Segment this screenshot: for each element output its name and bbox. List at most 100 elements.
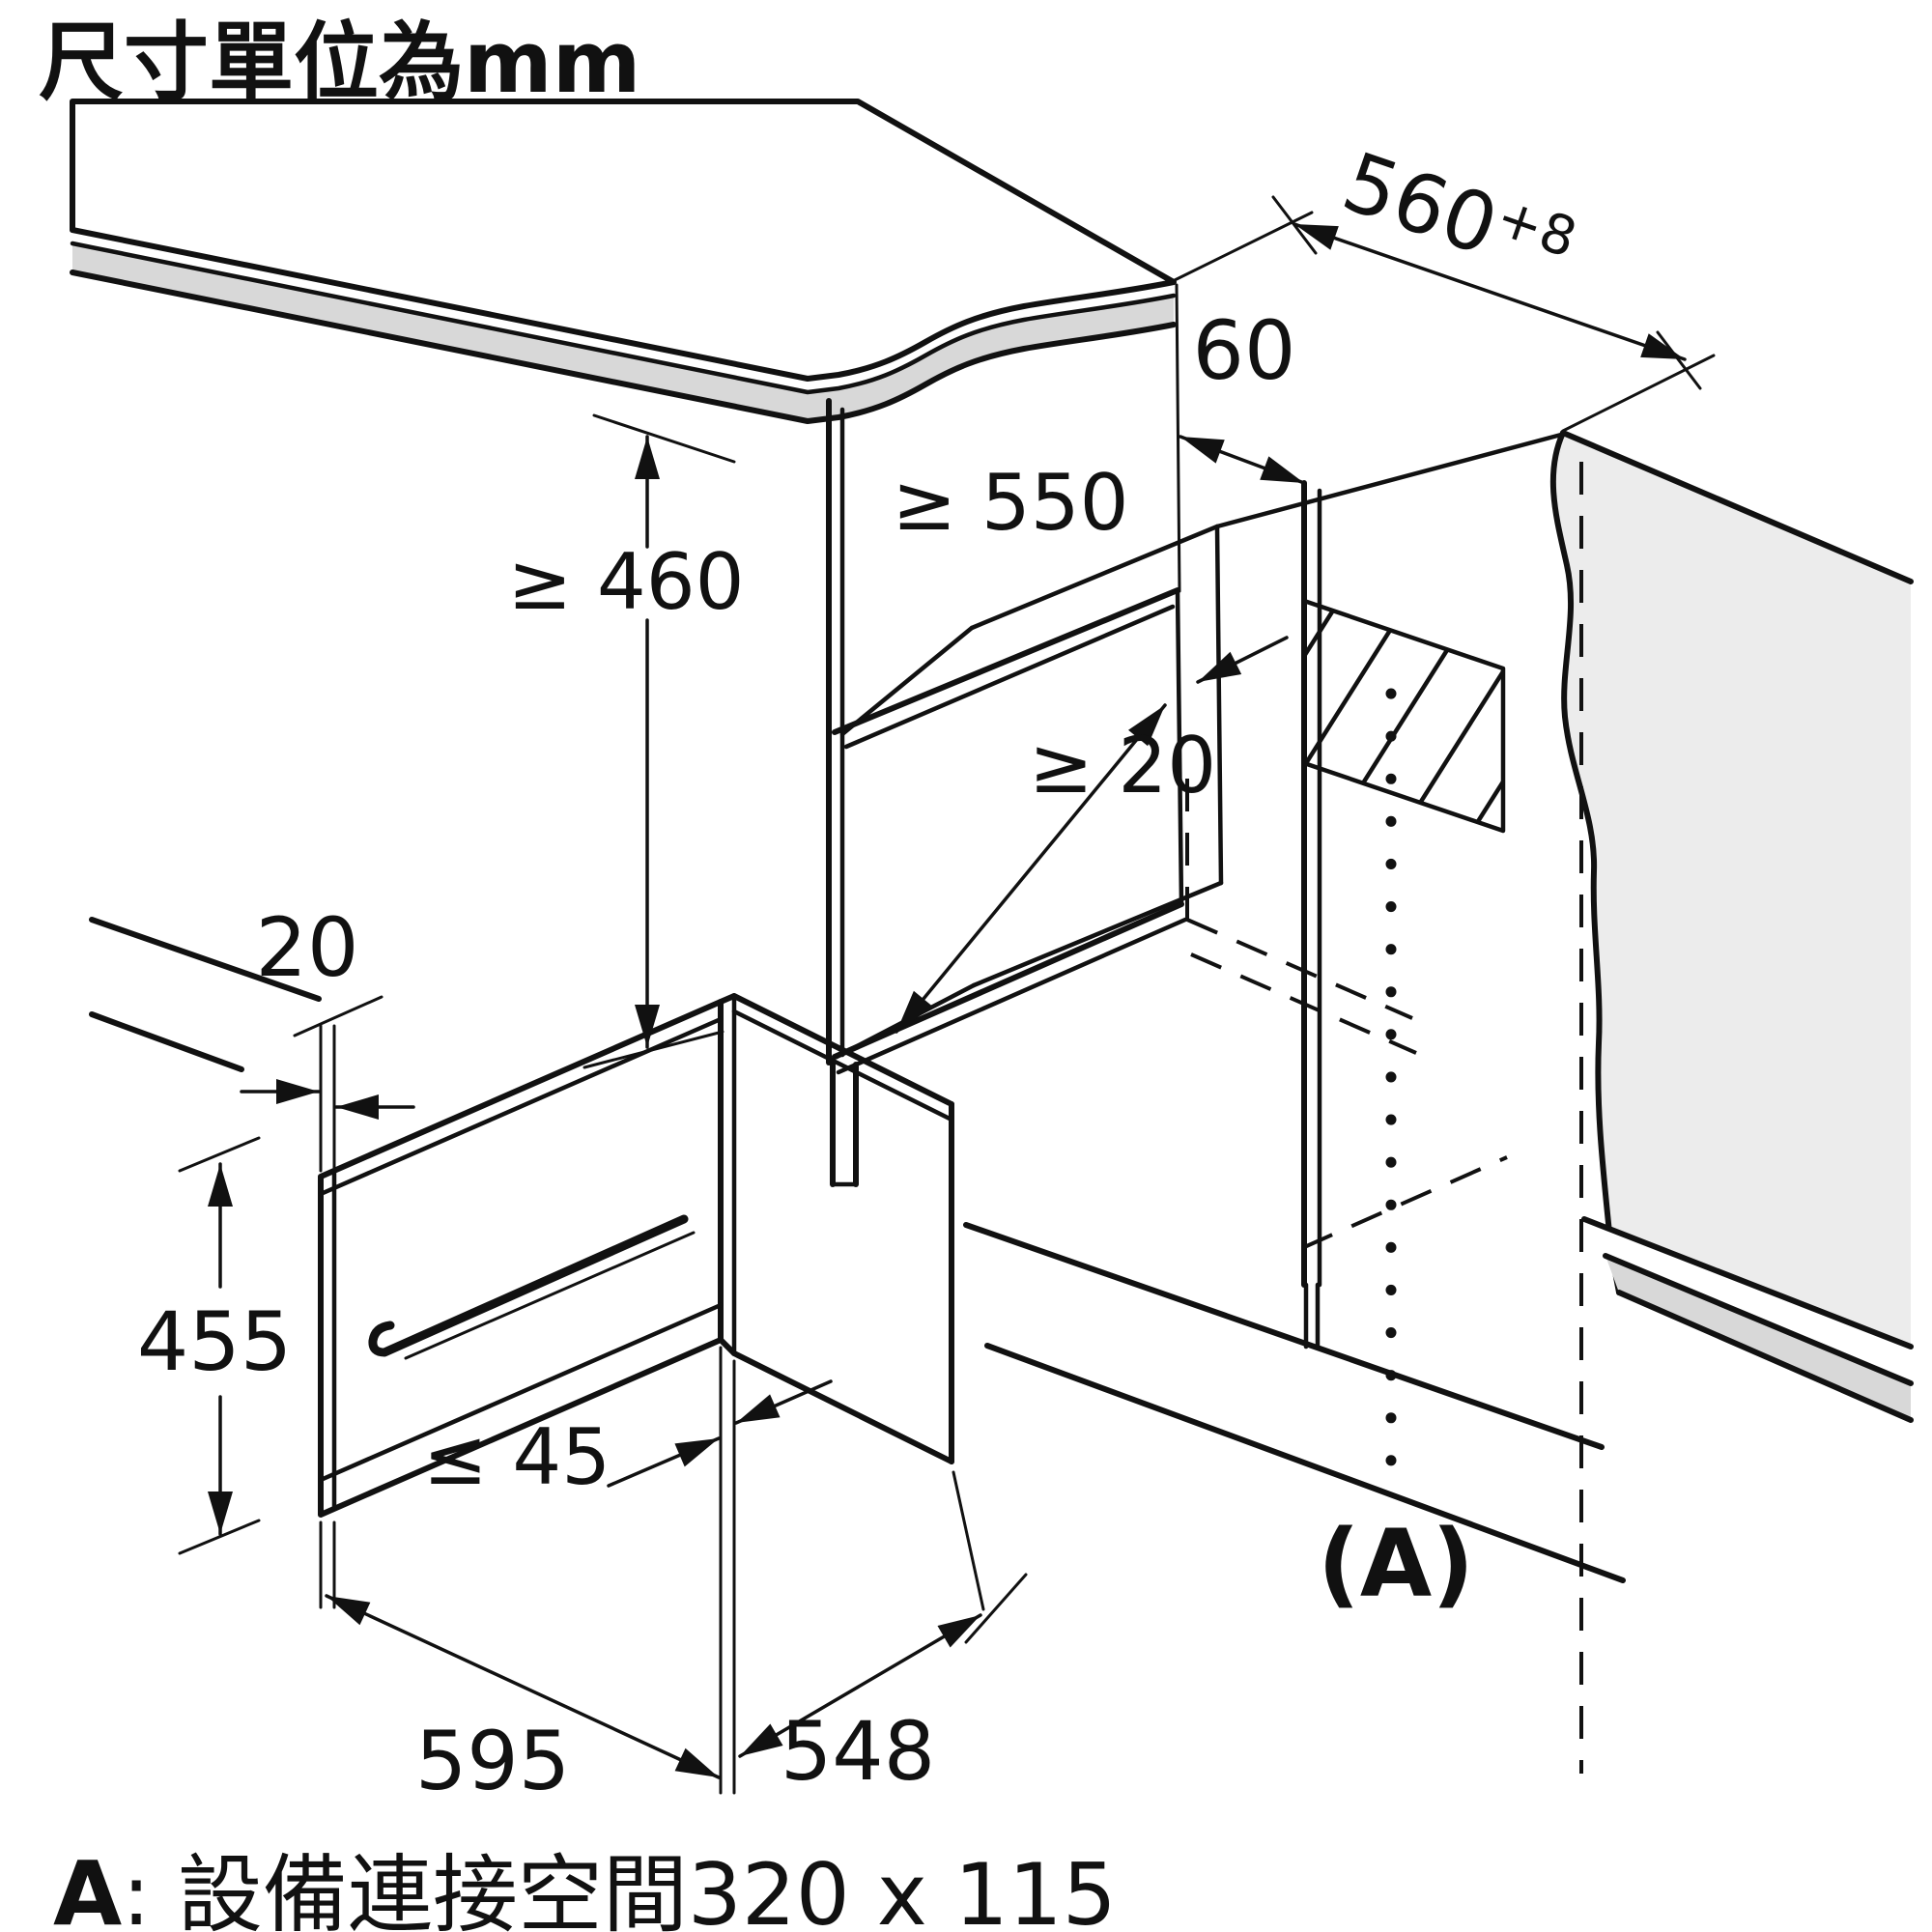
dim-tick [964,1573,1028,1644]
dim-arrowhead [674,1438,719,1467]
caption: A: 設備連接空間320 x 115 [53,1842,1117,1932]
dim-appliance-depth: 548 [738,1470,1028,1799]
niche-bottom-shelf-edge-lower [836,917,1188,1075]
dim-label-rear-clearance: ≥ 20 [1029,721,1216,810]
countertop-top-surface [70,99,1177,382]
dim-arrowhead [674,1747,719,1777]
dim-door-projection: ≤ 45 [423,1379,833,1502]
dim-line-niche-width [1293,222,1687,361]
oven-handle-icon [368,1214,689,1357]
connection-area-label: (A) [1318,1510,1474,1618]
niche-top-front-edge [832,587,1180,735]
dim-arrowhead [336,1094,379,1120]
dim-arrowhead [896,990,933,1032]
right-cabinet-panel [1301,430,1914,1423]
dim-label-appliance-height: 455 [137,1294,292,1389]
dim-label-top-clearance: 20 [256,900,359,995]
dim-arrowhead [208,1164,233,1207]
floor-lines [89,917,1626,1583]
dim-extension-line [1173,211,1314,282]
dim-arrowhead [1128,705,1165,747]
dim-extension-line [952,1470,985,1611]
floor-line-lower-left [89,1011,244,1072]
dim-label-niche-depth: ≥ 550 [892,458,1128,548]
dim-niche-width: 560+8 [1173,134,1716,433]
niche-left-wall-top-edge [839,625,975,737]
niche-back-wall-bottom-edge [971,880,1224,988]
dim-arrowhead [1294,224,1339,250]
hidden-cabinet-base-edge [1301,1155,1508,1250]
hidden-rear-bottom-edge-1 [1186,918,1413,1020]
panel-top-edge [1560,430,1914,584]
dim-niche-height: ≥ 460 [507,413,745,1069]
dim-tick [592,413,736,464]
dim-appliance-height: 455 [137,1136,292,1555]
dim-line-appliance-depth [738,1613,982,1758]
dim-label-side-offset: 60 [1193,303,1296,398]
panel-plinth-line-mid [1603,1253,1914,1386]
dim-side-offset: 60 [1179,303,1306,485]
dim-extension-line [1561,354,1716,433]
panel-plinth-line-top [1581,1216,1914,1350]
dim-arrowhead [1180,437,1225,464]
niche-top-front-edge-inner [843,604,1176,750]
dim-rear-clearance: ≥ 20 [1029,636,1289,810]
panel-plinth-line-bottom [1616,1290,1914,1423]
dim-arrowhead [327,1596,371,1626]
dim-arrowhead [937,1615,980,1648]
dim-label-appliance-width: 595 [415,1714,570,1808]
oven-handle-underline [404,1231,696,1360]
oven-side-top-edge [731,993,954,1107]
unit-note: 尺寸單位為mm [39,13,640,112]
countertop-edge-shade-band [72,243,1174,421]
dim-tick [1656,330,1702,390]
dim-label-door-projection: ≤ 45 [423,1412,611,1502]
niche-bottom-shelf-edge [832,901,1184,1060]
dim-appliance-width: 595 [319,1346,736,1808]
panel-surface [1552,433,1911,1420]
dim-arrowhead [1260,456,1304,483]
oven-top-trim-line [318,1016,724,1197]
dim-niche-depth: ≥ 550 [892,458,1167,1034]
panel-plinth-gray-band [1605,1256,1911,1420]
dim-arrowhead [276,1079,319,1104]
floor-line-lower-right [984,1343,1626,1583]
panel-torn-edge [1549,430,1622,1295]
hatch-line [1304,601,1392,831]
connection-hatch-outline [1301,598,1506,834]
dim-arrowhead [208,1492,233,1534]
floor-line-upper-right [963,1222,1605,1450]
countertop [70,99,1177,421]
oven-bottom-trim-line [318,1302,724,1483]
dim-tick [178,1519,261,1555]
oven [318,993,954,1518]
dim-arrowhead [635,1005,660,1047]
oven-side-bottom-edge [731,1350,954,1464]
niche-back-wall-top-edge [969,524,1220,631]
dim-arrowhead [1640,333,1685,359]
hidden-rear-bottom-edge-2 [1190,952,1417,1055]
oven-side-top-chamfer [731,1009,954,1122]
dim-label-niche-width: 560+8 [1332,134,1585,300]
niche-back-wall-top-edge-extension [1214,432,1564,529]
dim-line-appliance-width [325,1594,721,1779]
dim-arrowhead [740,1723,783,1756]
dim-line-niche-depth [895,703,1167,1034]
dim-tick [293,995,384,1037]
niche-cabinet [826,283,1564,1187]
panel-plinth-white-band [1584,1219,1911,1383]
dim-label-niche-height: ≥ 460 [507,537,744,627]
niche-right-opening-edge [1175,587,1184,907]
floor-line-upper-left [89,917,322,1002]
hatch-line [1304,601,1462,831]
dim-label-appliance-depth: 548 [781,1704,935,1799]
dim-arrowhead [635,437,660,479]
hidden-edges [1185,462,1583,1774]
hatch-line [1304,601,1503,831]
niche-back-wall-right-edge [1214,524,1224,886]
dim-arrowhead [736,1394,781,1423]
oven-bottom-connect [718,1337,737,1356]
dim-arrowhead [1198,651,1242,682]
